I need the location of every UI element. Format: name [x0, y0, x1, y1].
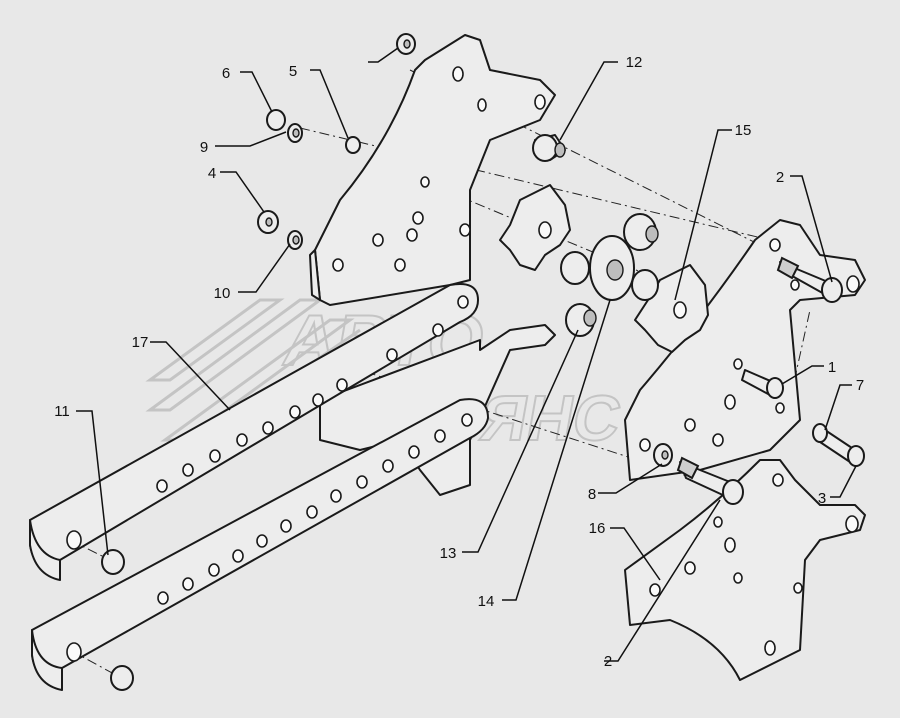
callout-15: 15 [735, 122, 752, 139]
callout-5: 5 [289, 63, 297, 80]
callout-6: 6 [222, 65, 230, 82]
callout-8: 8 [588, 486, 596, 503]
right-star-plate [634, 264, 709, 353]
right-bracket-plate [624, 219, 866, 481]
callout-7: 7 [856, 377, 864, 394]
bolt-1 [741, 369, 784, 399]
left-star-plate [499, 184, 571, 271]
callout-16: 16 [589, 520, 606, 537]
callout-labels: 6 5 9 4 10 12 15 2 1 7 3 8 16 2 17 11 13… [54, 54, 864, 670]
callout-12: 12 [626, 54, 643, 71]
lower-arm [31, 398, 489, 691]
coupling-hub [560, 213, 659, 337]
callout-10: 10 [214, 285, 231, 302]
upper-arm [29, 283, 479, 581]
callout-4: 4 [208, 165, 216, 182]
spacer-sleeve [532, 134, 566, 162]
callout-9: 9 [200, 139, 208, 156]
callout-13: 13 [440, 545, 457, 562]
washer-8 [653, 443, 673, 467]
callout-2-upper: 2 [776, 169, 784, 186]
callout-2-lower: 2 [604, 653, 612, 670]
callout-14: 14 [478, 593, 495, 610]
lower-plate [624, 459, 866, 681]
bolt-lower [676, 456, 744, 505]
bolt-3 [812, 423, 865, 467]
callout-17: 17 [132, 334, 149, 351]
callout-11: 11 [54, 403, 70, 420]
nuts-and-washers [101, 33, 416, 691]
leader-lines [76, 47, 857, 662]
callout-1: 1 [828, 359, 836, 376]
left-bracket-plate [309, 34, 556, 306]
bolt-upper [776, 256, 843, 303]
callout-3: 3 [818, 490, 826, 507]
